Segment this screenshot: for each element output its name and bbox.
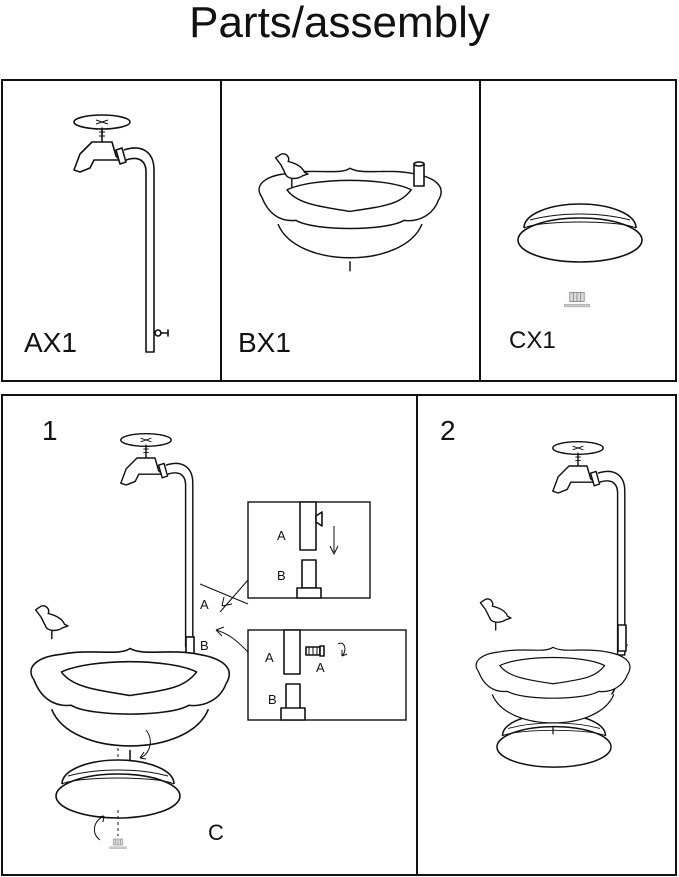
step-1-illustration xyxy=(30,432,249,849)
joint-b-callout: B xyxy=(200,638,209,653)
inset-1-b-label: B xyxy=(277,568,286,583)
inset-2-screw-a-label: A xyxy=(316,660,325,675)
part-b-bowl xyxy=(258,153,442,272)
step-2-assembled-birdbath xyxy=(475,440,631,768)
joint-a-callout: A xyxy=(200,597,209,612)
detail-inset-2 xyxy=(247,629,407,721)
part-c-label: CX1 xyxy=(509,327,556,354)
inset-2-a-label: A xyxy=(265,650,274,665)
part-a-label: AX1 xyxy=(24,327,77,358)
detail-inset-1 xyxy=(247,501,371,599)
steps-panel xyxy=(1,394,677,876)
part-b-label: BX1 xyxy=(238,327,291,358)
base-c-callout: C xyxy=(208,820,224,845)
step-2-number: 2 xyxy=(440,415,456,446)
inset-2-b-label: B xyxy=(268,692,277,707)
parts-panel xyxy=(1,79,677,382)
page-title: Parts/assembly xyxy=(189,0,490,47)
inset-1-a-label: A xyxy=(277,528,286,543)
step-1-number: 1 xyxy=(42,415,58,446)
part-c-base xyxy=(517,203,643,308)
part-a-faucet-pipe xyxy=(73,114,169,353)
